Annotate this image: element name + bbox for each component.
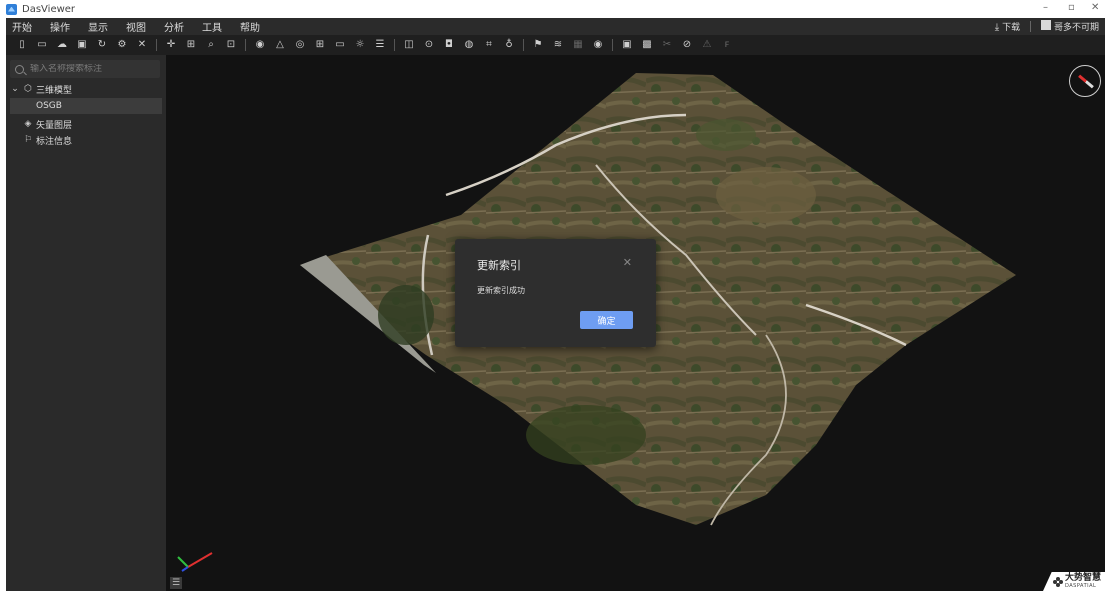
cloud-icon[interactable]: ☁ [57, 39, 67, 50]
dialog-message: 更新索引成功 [477, 286, 525, 295]
path-icon[interactable]: ≋ [553, 39, 563, 50]
clip-icon[interactable]: ▩ [642, 39, 652, 50]
menu-start[interactable]: 开始 [12, 23, 32, 34]
light-icon[interactable]: ☼ [355, 39, 365, 50]
terrain-model[interactable] [166, 55, 1105, 591]
tree-item-label: OSGB [36, 101, 62, 111]
menu-analysis[interactable]: 分析 [164, 23, 184, 34]
restore-icon[interactable]: ▫ [1068, 2, 1075, 13]
user-button[interactable]: 哥多不可期 [1041, 20, 1099, 33]
toolbar-divider [394, 39, 395, 51]
pin-icon[interactable]: ♁ [505, 39, 513, 50]
brand-name: 大势智慧 [1065, 573, 1102, 583]
layers-icon: ◈ [24, 119, 32, 129]
dialog-close-icon[interactable]: ✕ [622, 256, 632, 269]
3d-viewport[interactable]: ☰ 更新索引 ✕ 更新索引成功 确定 大势智慧 DASPATIAL [166, 55, 1105, 591]
flag-icon: ⚐ [23, 135, 33, 145]
focus-icon[interactable]: ⊙ [424, 39, 434, 50]
dialog-ok-button[interactable]: 确定 [580, 311, 633, 329]
refresh-icon[interactable]: ↻ [97, 39, 107, 50]
frame-icon[interactable]: ⊡ [226, 39, 236, 50]
new-file-icon[interactable]: ▯ [19, 39, 25, 50]
zoom-icon[interactable]: ⌕ [208, 39, 214, 50]
menu-tools[interactable]: 工具 [202, 23, 222, 34]
download-icon: ⤓ [994, 22, 1000, 33]
toolbar-divider [523, 39, 524, 51]
brand-logo-icon [1053, 576, 1063, 587]
title-bar: DasViewer – ▫ ✕ [0, 0, 1105, 18]
chevron-down-icon[interactable]: ⌄ [11, 84, 19, 94]
cube-icon: ⬡ [24, 84, 32, 94]
split-icon[interactable]: ◫ [404, 39, 414, 50]
tree-item-label: 矢量图层 [36, 120, 73, 131]
sphere-icon[interactable]: ◍ [464, 39, 474, 50]
user-label: 哥多不可期 [1053, 23, 1099, 33]
close-window-icon[interactable]: ✕ [1091, 2, 1100, 13]
monitor-icon[interactable]: ▭ [335, 39, 345, 50]
menu-divider [1030, 21, 1032, 32]
search-icon [15, 64, 24, 74]
toolbar-divider [245, 39, 246, 51]
texture-icon[interactable]: ◎ [295, 39, 305, 50]
layers-icon[interactable]: ☰ [375, 39, 385, 50]
brand-sub: DASPATIAL [1065, 583, 1097, 589]
save-icon[interactable]: ▣ [77, 39, 87, 50]
sidebar: ⌄ ⬡ 三维模型 OSGB ◈ 矢量图层 ⚐ 标注信息 [6, 55, 166, 591]
search-input[interactable] [30, 64, 160, 74]
download-label: 下载 [1002, 23, 1021, 33]
menu-help[interactable]: 帮助 [240, 23, 260, 34]
close-icon[interactable]: ✕ [137, 39, 147, 50]
toolbar-divider [612, 39, 613, 51]
tree-item-3d-model[interactable]: ⌄ ⬡ 三维模型 [10, 81, 162, 97]
tree-item-annotations[interactable]: ⚐ 标注信息 [10, 132, 162, 148]
axis-gizmo-icon [177, 552, 213, 572]
window-title: DasViewer [22, 3, 76, 15]
font-icon[interactable]: ꜰ [724, 39, 730, 50]
menu-operate[interactable]: 操作 [50, 23, 70, 34]
capture-icon[interactable]: ◘ [445, 39, 453, 50]
triangle-icon[interactable]: △ [276, 39, 284, 50]
menu-bar: 开始 操作 显示 视图 分析 工具 帮助 ⤓ 下载 哥多不可期 [6, 18, 1105, 35]
menu-view[interactable]: 视图 [126, 23, 146, 34]
user-icon [1041, 20, 1052, 30]
photo-icon[interactable]: ▣ [622, 39, 632, 50]
tree-item-label: 三维模型 [36, 85, 73, 96]
flag-icon[interactable]: ⚑ [533, 39, 543, 50]
search-box [10, 60, 160, 78]
menu-display[interactable]: 显示 [88, 23, 108, 34]
grid-off-icon[interactable]: ▦ [573, 39, 583, 50]
tree-item-osgb[interactable]: OSGB [10, 98, 162, 114]
grid-icon[interactable]: ⊞ [315, 39, 325, 50]
solid-mode-icon[interactable]: ◉ [255, 39, 265, 50]
triangle-warning-icon[interactable]: ⚠ [702, 39, 712, 50]
sidebar-toggle-icon[interactable]: ☰ [170, 577, 182, 589]
minimize-icon[interactable]: – [1043, 2, 1048, 13]
brand-watermark: 大势智慧 DASPATIAL [1043, 572, 1105, 591]
tree-item-label: 标注信息 [36, 136, 73, 147]
marker-icon[interactable]: ◉ [593, 39, 603, 50]
dialog-title: 更新索引 [477, 259, 521, 272]
app-logo-icon [6, 3, 17, 15]
compass-icon[interactable] [1069, 65, 1101, 97]
compass-needle [1078, 74, 1094, 89]
download-button[interactable]: ⤓ 下载 [995, 20, 1020, 33]
toolbar: ▯ ▭ ☁ ▣ ↻ ⚙ ✕ ✛ ⊞ ⌕ ⊡ ◉ △ ◎ ⊞ ▭ ☼ ☰ ◫ ⊙ … [6, 35, 1105, 55]
scissor-icon[interactable]: ✂ [662, 39, 672, 50]
toolbar-divider [156, 39, 157, 51]
update-index-dialog: 更新索引 ✕ 更新索引成功 确定 [455, 239, 656, 347]
move-icon[interactable]: ✛ [166, 39, 176, 50]
open-folder-icon[interactable]: ▭ [37, 39, 47, 50]
settings-icon[interactable]: ⚙ [117, 39, 127, 50]
link-icon[interactable]: ⊘ [682, 39, 692, 50]
tree-item-vector-layer[interactable]: ◈ 矢量图层 [10, 116, 162, 132]
measure-icon[interactable]: ⊞ [186, 39, 196, 50]
crop-icon[interactable]: ⌗ [486, 39, 492, 50]
